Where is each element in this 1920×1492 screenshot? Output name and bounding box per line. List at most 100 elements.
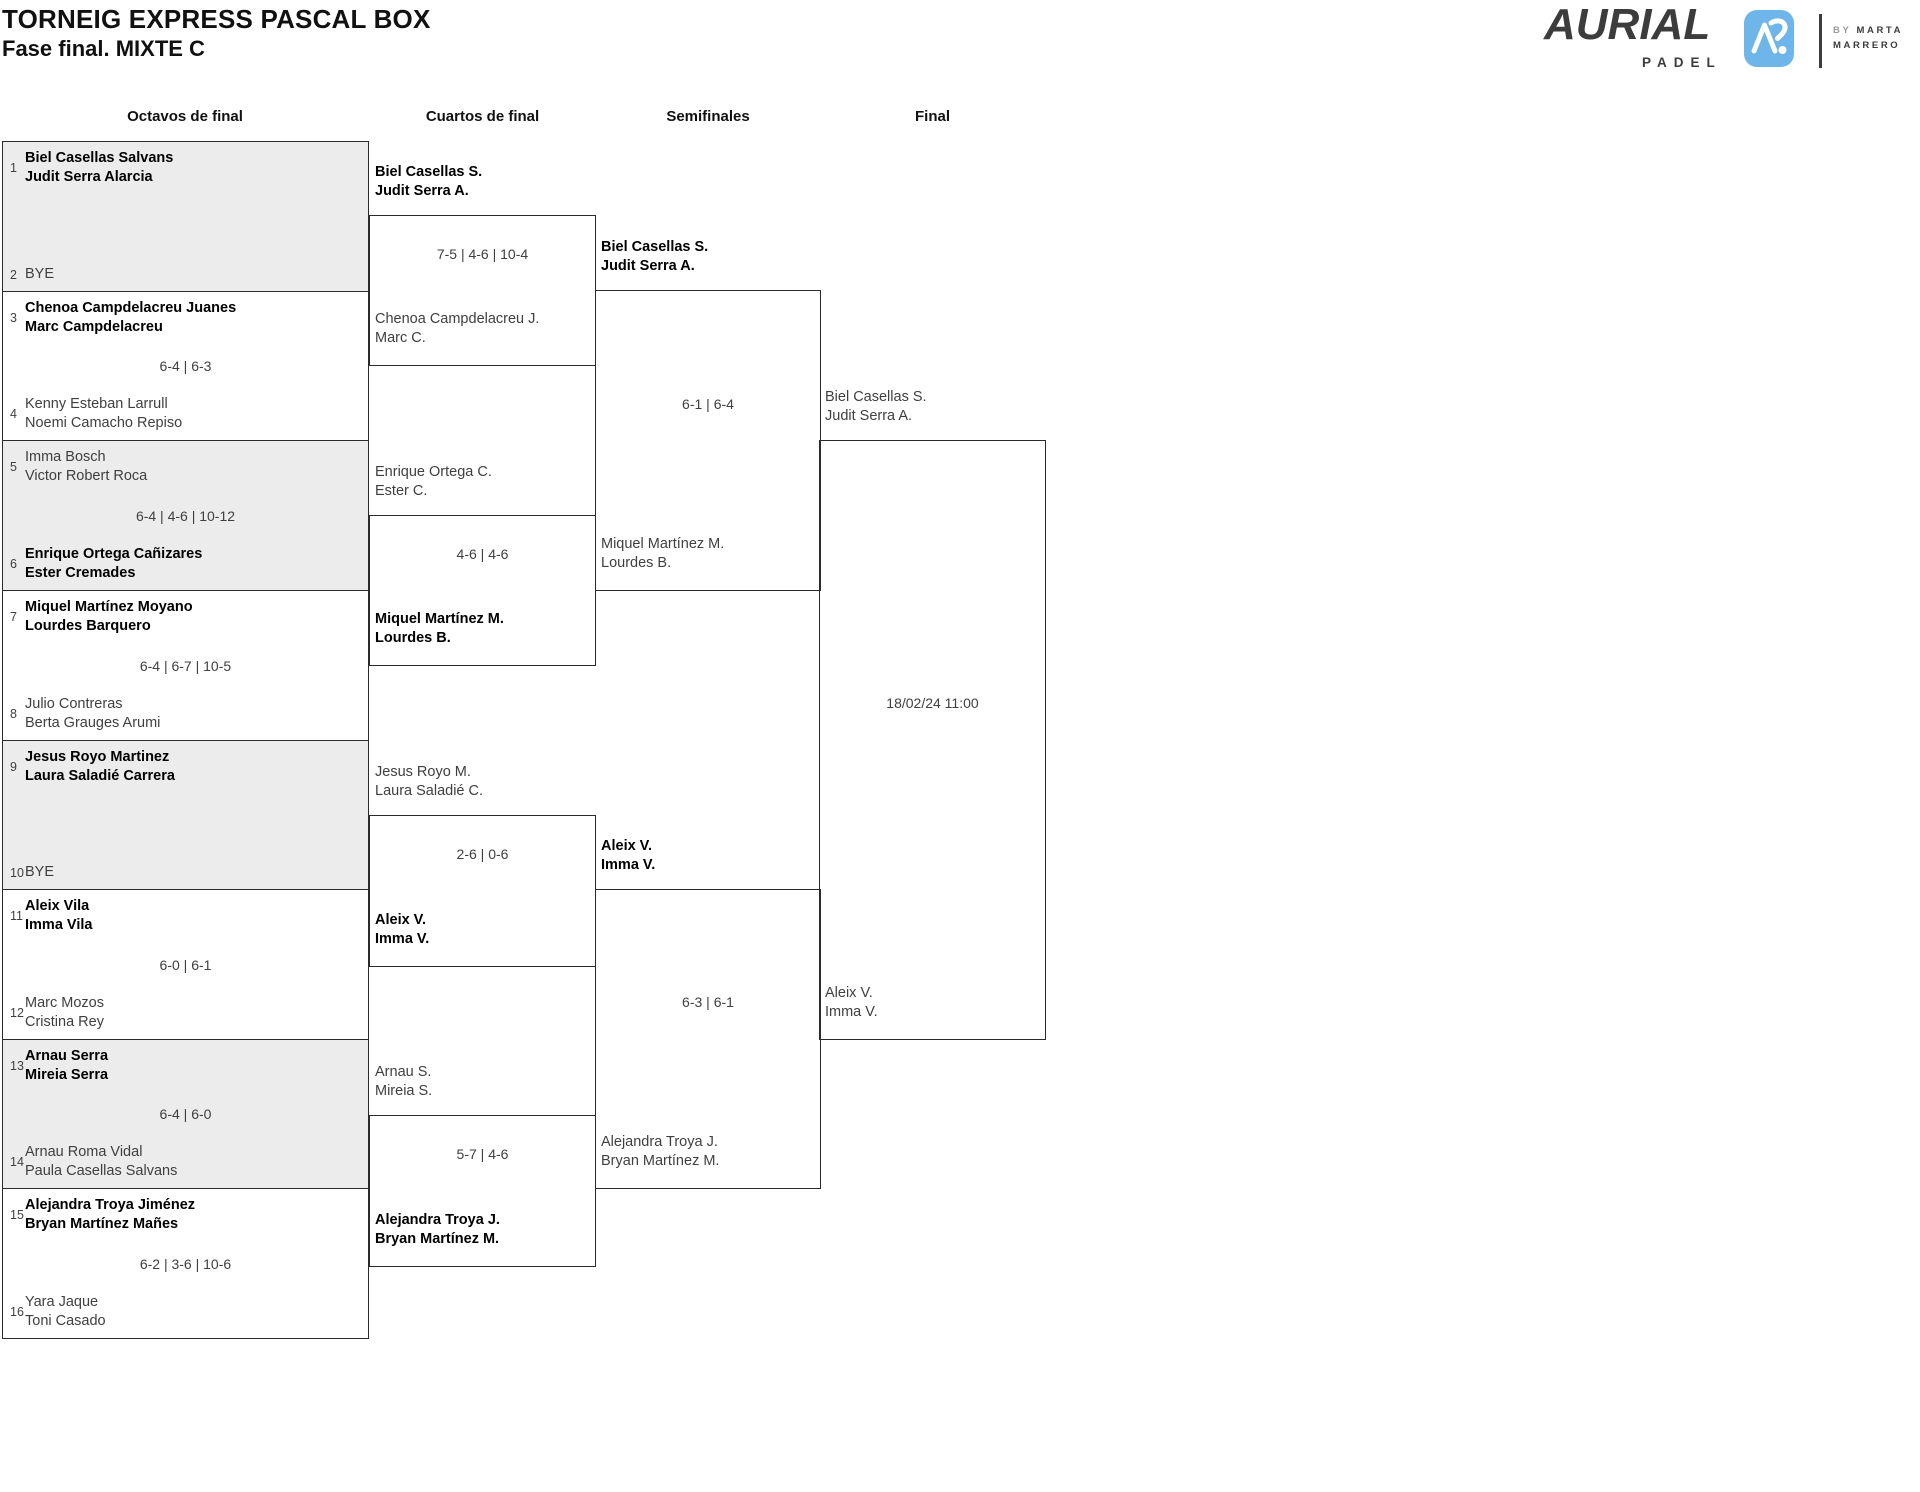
round-header-semifinales: Semifinales	[666, 108, 750, 125]
player-name: Imma V.	[601, 857, 656, 873]
player-name: BYE	[25, 266, 55, 282]
match-score: 6-4 | 6-0	[159, 1106, 212, 1122]
player-name: Imma V.	[825, 1004, 878, 1020]
player-name: Cristina Rey	[25, 1014, 104, 1030]
tournament-title: TORNEIG EXPRESS PASCAL BOX	[2, 4, 431, 34]
team-slot-2: 2 BYE	[3, 265, 368, 284]
player-name: Laura Saladié Carrera	[25, 768, 175, 784]
seed-number: 12	[10, 1006, 24, 1020]
player-name: Lourdes B.	[375, 630, 451, 646]
player-name: Arnau Roma Vidal	[25, 1144, 143, 1160]
player-name: Victor Robert Roca	[25, 468, 148, 484]
player-name: Biel Casellas S.	[601, 239, 709, 255]
player-name: Jesus Royo M.	[375, 764, 471, 780]
player-name: Miquel Martínez Moyano	[25, 599, 193, 615]
player-name: Marc Mozos	[25, 995, 104, 1011]
sf2-top-team: Aleix V. Imma V.	[601, 837, 655, 875]
seed-number: 11	[10, 909, 23, 923]
seed-number: 5	[10, 460, 17, 474]
seed-number: 2	[10, 267, 17, 282]
player-name: Aleix V.	[601, 838, 653, 854]
team-slot-10: 10 BYE	[3, 863, 368, 882]
player-name: Biel Casellas Salvans	[25, 150, 174, 166]
seed-number: 3	[10, 311, 17, 325]
player-name: Jesus Royo Martinez	[25, 749, 170, 765]
match-score: 6-2 | 3-6 | 10-6	[139, 1255, 232, 1272]
phase-subtitle: Fase final. MIXTE C	[2, 36, 205, 61]
player-name: Bryan Martínez Mañes	[25, 1216, 179, 1232]
logo-divider	[1819, 14, 1822, 68]
player-name: Miquel Martínez M.	[375, 611, 504, 627]
seed-number: 15	[10, 1208, 24, 1222]
player-name: Imma Bosch	[25, 449, 106, 465]
player-name: Lourdes B.	[601, 555, 672, 571]
player-name: Judit Serra A.	[601, 258, 695, 274]
player-name: Biel Casellas S.	[825, 389, 927, 405]
player-name: Enrique Ortega C.	[375, 464, 492, 480]
final-match-box	[819, 440, 1046, 1040]
qf1-score: 7-5 | 4-6 | 10-4	[436, 246, 529, 262]
qf3-bottom-team: Aleix V. Imma V.	[375, 911, 429, 949]
seed-number: 10	[10, 865, 24, 880]
seed-number: 16	[10, 1305, 24, 1319]
player-name: Alejandra Troya J.	[375, 1212, 500, 1228]
player-name: Alejandra Troya Jiménez	[25, 1197, 196, 1213]
player-name: Judit Serra A.	[375, 183, 469, 199]
player-name: Berta Grauges Arumi	[25, 715, 161, 731]
logo-sub-text: PADEL	[1642, 55, 1722, 70]
player-name: BYE	[25, 864, 55, 880]
seed-number: 14	[10, 1155, 24, 1169]
qf1-top-team: Biel Casellas S. Judit Serra A.	[375, 163, 482, 201]
sf2-score: 6-3 | 6-1	[682, 994, 734, 1010]
qf4-score: 5-7 | 4-6	[456, 1146, 509, 1162]
seed-number: 9	[10, 760, 17, 774]
match-score: 6-4 | 6-7 | 10-5	[139, 657, 232, 674]
sf2-bottom-team: Alejandra Troya J. Bryan Martínez M.	[601, 1133, 719, 1171]
player-name: Judit Serra Alarcia	[25, 169, 153, 185]
seed-number: 13	[10, 1059, 24, 1073]
player-name: Bryan Martínez M.	[601, 1153, 720, 1169]
qf4-bottom-team: Alejandra Troya J. Bryan Martínez M.	[375, 1211, 500, 1249]
player-name: Mireia Serra	[25, 1067, 109, 1083]
player-name: Marc Campdelacreu	[25, 319, 163, 335]
qf2-bottom-team: Miquel Martínez M. Lourdes B.	[375, 610, 504, 648]
player-name: Imma V.	[375, 931, 430, 947]
player-name: Julio Contreras	[25, 696, 123, 712]
player-name: Biel Casellas S.	[375, 164, 483, 180]
player-name: Ester C.	[375, 483, 428, 499]
player-name: Yara Jaque	[25, 1294, 99, 1310]
match-score: 6-4 | 4-6 | 10-12	[135, 507, 236, 524]
player-name: Miquel Martínez M.	[601, 536, 725, 552]
byline-name1: MARTA	[1856, 25, 1904, 36]
sf1-top-team: Biel Casellas S. Judit Serra A.	[601, 238, 708, 276]
round-header-final: Final	[914, 108, 950, 125]
logo-brand-text: AURIAL	[1544, 0, 1711, 49]
player-name: Enrique Ortega Cañizares	[25, 546, 203, 562]
sf1-score: 6-1 | 6-4	[682, 396, 734, 412]
round-header-cuartos: Cuartos de final	[425, 108, 540, 125]
player-name: Judit Serra A.	[825, 408, 913, 424]
player-name: Marc C.	[375, 330, 426, 346]
player-name: Lourdes Barquero	[25, 618, 151, 634]
player-name: Alejandra Troya J.	[601, 1134, 718, 1150]
player-name: Chenoa Campdelacreu J.	[375, 311, 540, 327]
player-name: Aleix Vila	[25, 898, 90, 914]
